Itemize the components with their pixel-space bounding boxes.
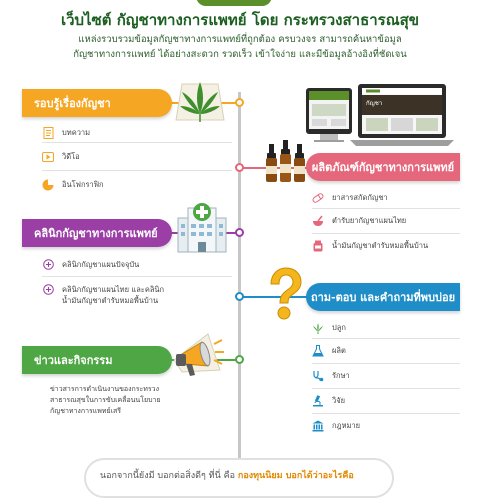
location-pin-icon [42, 284, 54, 296]
list-item[interactable]: กฎหมาย [312, 414, 460, 438]
flask-icon [312, 345, 324, 357]
list-item[interactable]: วิดีโอ [42, 143, 232, 170]
bottom-text: นอกจากนี้ยังมี บอกต่อสิ่งดีๆ ที่นี่ คือ … [100, 468, 390, 482]
list-item-label-line2: น้ำมันกัญชาตำรับหมอพื้นบ้าน [62, 296, 159, 305]
divider [42, 142, 232, 143]
list-item[interactable]: รักษา [312, 364, 460, 388]
megaphone-icon [168, 330, 228, 386]
question-mark-icon [262, 266, 308, 324]
divider [312, 363, 460, 364]
list-item-label: ยาสารสกัดกัญชา [332, 193, 388, 202]
infographic-chart-icon [42, 179, 54, 191]
list-item-label: คลินิกกัญชาแผนปัจจุบัน [62, 260, 140, 269]
faq-list: ปลูก ผลิต รักษา วิจัย กฎหมาย [312, 318, 460, 438]
oil-jar-icon [312, 240, 324, 252]
list-item-label: กฎหมาย [332, 421, 361, 430]
article-icon [42, 127, 54, 139]
list-item[interactable]: ยาสารสกัดกัญชา [312, 188, 460, 208]
timeline-dot-news [235, 355, 244, 364]
list-item[interactable]: ตำรับยากัญชาแผนไทย [312, 209, 460, 233]
oil-bottles-icon [262, 138, 312, 190]
timeline-dot-faq [235, 292, 244, 301]
list-item-label: วิดีโอ [62, 151, 80, 161]
list-item-label: รักษา [332, 371, 350, 380]
news-note-line-3: กัญชาทางการแพทย์เสรี [50, 407, 122, 415]
list-item-label: ตำรับยากัญชาแผนไทย [332, 216, 407, 225]
list-item[interactable]: อินโฟกราฟิก [42, 171, 232, 198]
list-item-label: ผลิต [332, 346, 346, 355]
list-item[interactable]: คลินิกกัญชาแผนไทย และคลินิก น้ำมันกัญชาต… [42, 277, 232, 306]
microscope-icon [312, 395, 324, 407]
bottom-text-main: นอกจากนี้ยังมี บอกต่อสิ่งดีๆ ที่นี่ คือ [100, 471, 238, 481]
location-pin-icon [42, 259, 54, 271]
timeline-dot-clinics [235, 228, 244, 237]
list-item[interactable]: วิจัย [312, 389, 460, 413]
divider [42, 276, 232, 277]
law-building-icon [312, 420, 324, 432]
divider [42, 170, 232, 171]
timeline-dot-knowledge [235, 98, 244, 107]
list-item-label: น้ำมันกัญชาตำรับหมอพื้นบ้าน [332, 241, 429, 250]
divider [312, 233, 460, 234]
products-list: ยาสารสกัดกัญชา ตำรับยากัญชาแผนไทย น้ำมัน… [312, 188, 460, 258]
clinics-list: คลินิกกัญชาแผนปัจจุบัน คลินิกกัญชาแผนไทย… [42, 254, 232, 306]
list-item[interactable]: ปลูก [312, 318, 460, 338]
list-item[interactable]: คลินิกกัญชาแผนปัจจุบัน [42, 254, 232, 276]
cannabis-leaf-icon [172, 74, 228, 126]
section-news-banner[interactable]: ข่าวและกิจกรรม [22, 346, 172, 374]
section-knowledge-banner[interactable]: รอบรู้เรื่องกัญชา [22, 89, 172, 117]
laptop-screen-text: กัญชา [366, 100, 383, 107]
list-item[interactable]: ผลิต [312, 339, 460, 363]
timeline-spine [238, 92, 241, 458]
news-note-line-2: สาธารณสุขในการขับเคลื่อนนโยบาย [50, 396, 161, 404]
list-item-label: บทความ [62, 128, 91, 137]
news-description: ข่าวสารการดำเนินงานของกระทรวง สาธารณสุขใ… [50, 384, 230, 417]
list-item[interactable]: น้ำมันกัญชาตำรับหมอพื้นบ้าน [312, 234, 460, 258]
video-play-icon [42, 151, 54, 163]
divider [312, 208, 460, 209]
capsule-pill-icon [312, 192, 324, 204]
hospital-building-icon [174, 200, 230, 256]
news-note-line-1: ข่าวสารการดำเนินงานของกระทรวง [50, 385, 159, 393]
divider [312, 338, 460, 339]
section-faq-banner[interactable]: ถาม-ตอบ และคำถามที่พบบ่อย [306, 283, 460, 311]
top-badge [196, 0, 272, 6]
list-item-label: คลินิกกัญชาแผนไทย และคลินิก [62, 285, 165, 294]
description-line-1: แหล่งรวบรวมข้อมูลกัญชาทางการแพทย์ที่ถูกต… [78, 34, 402, 45]
divider [312, 413, 460, 414]
bottom-text-highlight: กองทุนนิยม บอกได้ว่าอะไรคือ [237, 471, 354, 481]
list-item[interactable]: บทความ [42, 124, 232, 142]
stethoscope-icon [312, 370, 324, 382]
knowledge-list: บทความ วิดีโอ อินโฟกราฟิก [42, 124, 232, 198]
website-laptop-mockup: กัญชา [306, 84, 454, 150]
mortar-pestle-icon [312, 215, 324, 227]
list-item-label: ปลูก [332, 323, 346, 332]
page-title: เว็บไซต์ กัญชาทางการแพทย์ โดย กระทรวงสาธ… [60, 11, 420, 29]
section-products-banner[interactable]: ผลิตภัณฑ์กัญชาทางการแพทย์ [306, 153, 460, 181]
list-item-label: อินโฟกราฟิก [62, 179, 104, 189]
section-clinics-banner[interactable]: คลินิกกัญชาทางการแพทย์ [22, 219, 172, 247]
connector-faq [238, 296, 308, 298]
divider [312, 388, 460, 389]
list-item-label: วิจัย [332, 396, 346, 405]
cannabis-leaf-icon [312, 322, 324, 334]
description-line-2: กัญชาทางการแพทย์ ได้อย่างสะดวก รวดเร็ว เ… [73, 49, 407, 60]
timeline-dot-products [235, 163, 244, 172]
